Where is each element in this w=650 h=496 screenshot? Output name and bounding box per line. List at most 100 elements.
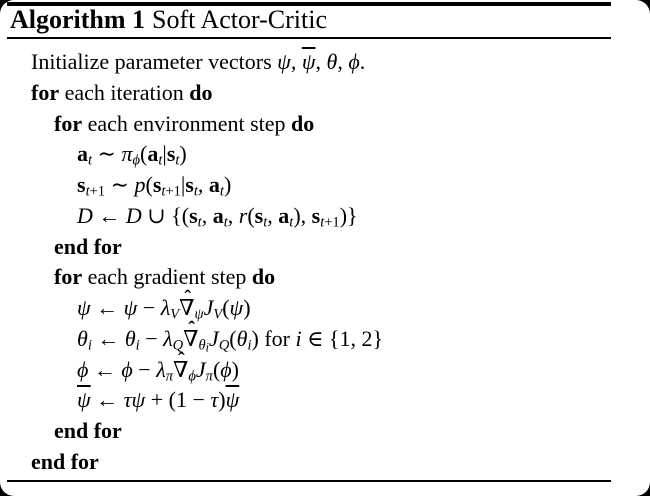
header-rule	[7, 37, 611, 39]
math-segment: −	[132, 356, 157, 382]
math-segment: −	[139, 325, 164, 351]
math-segment: (	[212, 356, 221, 382]
math-segment: do	[251, 264, 276, 290]
top-rule	[7, 2, 611, 6]
math-segment: τ	[123, 387, 132, 413]
math-segment: t	[161, 183, 166, 200]
math-segment: t	[88, 152, 93, 169]
math-segment: π	[205, 368, 213, 385]
math-segment: θ	[77, 325, 88, 351]
algorithm-line: st+1 ∼ p(st+1|st, at)	[31, 170, 642, 201]
math-segment: ψ	[277, 49, 291, 74]
math-segment: Q	[218, 337, 230, 354]
algorithm-label: Algorithm 1	[10, 5, 146, 34]
algorithm-line: for each environment step do	[31, 109, 642, 140]
math-segment: Initialize parameter vectors	[31, 49, 278, 74]
math-segment: ,	[267, 202, 279, 228]
math-segment: J	[203, 295, 214, 320]
math-segment: t	[223, 214, 228, 231]
math-segment: ∼	[105, 172, 135, 197]
math-segment: ∪ {(	[141, 202, 190, 228]
math-segment: ϕ	[121, 356, 133, 382]
algorithm-line: end for	[31, 416, 642, 447]
math-segment: a	[208, 172, 220, 197]
math-segment: ψ	[123, 295, 138, 320]
math-segment: ψ	[194, 306, 204, 323]
math-segment: (	[229, 325, 237, 351]
algorithm-line: for each gradient step do	[31, 262, 642, 293]
math-segment: ),	[293, 202, 312, 228]
math-segment: J	[209, 325, 219, 351]
math-segment: λ	[156, 356, 166, 382]
hat-accent: ˆ	[184, 287, 191, 309]
math-segment: J	[195, 356, 206, 382]
math-segment: s	[189, 202, 198, 228]
math-segment: end for	[31, 448, 99, 474]
math-segment: t	[175, 152, 180, 169]
math-segment: (	[140, 141, 148, 167]
math-segment: ←	[90, 387, 124, 413]
math-segment: ψ	[301, 49, 316, 74]
math-segment: t	[289, 214, 294, 231]
math-segment: a	[278, 202, 290, 228]
math-segment: t	[193, 183, 198, 200]
math-segment: t	[320, 214, 325, 231]
math-segment: −	[137, 295, 161, 320]
math-segment: + (1 −	[145, 387, 211, 413]
math-segment: s	[185, 172, 194, 197]
algorithm-body: Initialize parameter vectors ψ, ψ, θ, ϕ.…	[31, 47, 642, 478]
math-segment: s	[77, 172, 86, 197]
math-segment: θ	[326, 49, 338, 74]
math-segment: ,	[197, 172, 209, 197]
math-segment: (	[145, 172, 153, 197]
math-segment: V	[170, 306, 180, 323]
hat-accent: ˆ	[178, 348, 185, 371]
math-segment: ϕ	[220, 356, 232, 382]
math-segment: ,	[315, 49, 327, 74]
math-segment: i	[135, 337, 140, 354]
math-segment: s	[166, 141, 176, 167]
math-segment: )	[179, 141, 187, 167]
math-segment: s	[254, 202, 264, 228]
math-segment: V	[213, 306, 223, 323]
math-segment: ,	[337, 49, 349, 74]
math-segment: i	[205, 340, 210, 355]
math-segment: ,	[201, 202, 213, 228]
math-segment: (	[247, 202, 255, 228]
math-segment: ∼	[92, 141, 122, 167]
math-segment: i	[295, 325, 302, 351]
math-segment: p	[134, 172, 146, 197]
math-segment: ,	[227, 202, 239, 228]
math-segment: |	[180, 172, 186, 197]
math-segment: ←	[92, 202, 126, 228]
nabla-hat-symbol: ˆ∇	[183, 319, 199, 355]
algorithm-line: ψ ← τψ + (1 − τ)ψ	[31, 385, 642, 416]
math-segment: π	[121, 141, 133, 167]
math-segment: .	[359, 49, 366, 74]
math-segment: )	[231, 356, 239, 382]
math-segment: +1	[324, 214, 340, 231]
math-segment: ψ	[77, 387, 91, 413]
math-segment: λ	[160, 295, 171, 320]
math-segment: t	[219, 183, 224, 200]
nabla-hat-symbol: ˆ∇	[179, 288, 194, 324]
math-segment: )}	[339, 202, 358, 228]
algorithm-line: for each iteration do	[31, 78, 642, 109]
math-segment: a	[147, 141, 159, 167]
math-segment: for	[31, 79, 60, 105]
math-segment: do	[291, 110, 315, 136]
math-segment: )	[223, 172, 232, 197]
math-segment: ←	[90, 295, 124, 320]
math-segment: λ	[163, 325, 173, 351]
math-segment: ϕ	[188, 368, 196, 385]
algorithm-line: at ∼ πϕ(at|st)	[31, 139, 642, 170]
math-segment: for	[54, 110, 83, 136]
math-segment: |	[162, 141, 167, 167]
math-segment: do	[189, 79, 213, 105]
math-segment: (	[222, 295, 230, 320]
nabla-symbol: ∇	[183, 325, 199, 351]
math-segment: t	[263, 214, 268, 231]
algorithm-line: end for	[31, 232, 642, 263]
hat-accent: ˆ	[188, 317, 195, 340]
